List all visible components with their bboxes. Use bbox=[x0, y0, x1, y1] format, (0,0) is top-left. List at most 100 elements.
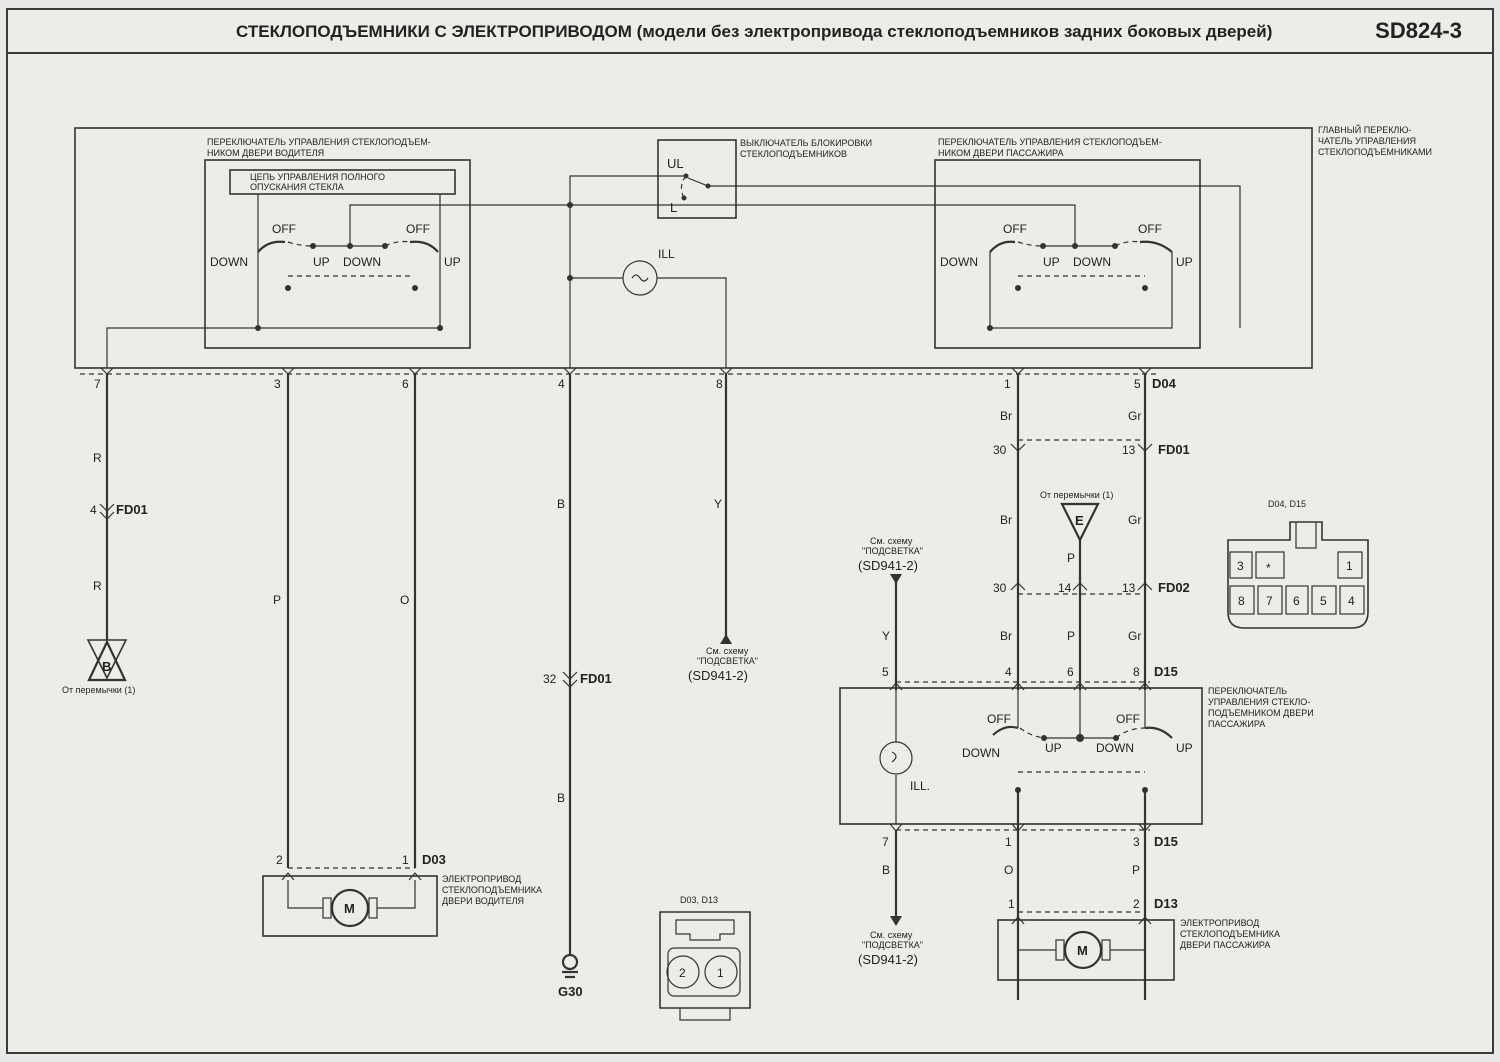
d04-pin-5: 5 bbox=[1134, 377, 1141, 391]
d15-bottom-marks bbox=[889, 823, 1152, 832]
d13-pin1: 1 bbox=[1008, 897, 1015, 911]
ref2-line1: См. схему bbox=[870, 536, 913, 546]
d13-label: D13 bbox=[1154, 896, 1178, 911]
d13-pin2: 2 bbox=[1133, 897, 1140, 911]
wire-p-pass-label-3: P bbox=[1132, 863, 1140, 877]
ref1-line2: "ПОДСВЕТКА" bbox=[697, 656, 758, 666]
jumper-e-caption: От перемычки (1) bbox=[1040, 490, 1113, 500]
fd01-label-right: FD01 bbox=[1158, 442, 1190, 457]
d03-pin-1: 1 bbox=[402, 853, 409, 867]
page-title: СТЕКЛОПОДЪЕМНИКИ С ЭЛЕКТРОПРИВОДОМ (моде… bbox=[236, 22, 1272, 42]
pass-ill-label: ILL. bbox=[910, 779, 930, 793]
ill-label: ILL bbox=[658, 247, 675, 261]
driver-switch-label-1: ПЕРЕКЛЮЧАТЕЛЬ УПРАВЛЕНИЯ СТЕКЛОПОДЪЕМ- bbox=[207, 137, 431, 147]
driver-motor-m: M bbox=[344, 901, 355, 916]
fd02-pin30: 30 bbox=[993, 581, 1007, 595]
title-bar: СТЕКЛОПОДЪЕМНИКИ С ЭЛЕКТРОПРИВОДОМ (моде… bbox=[8, 10, 1492, 54]
arrow-down-icon bbox=[890, 574, 902, 584]
pass-main-dotted bbox=[1017, 240, 1141, 247]
pass-main-bus bbox=[989, 245, 1173, 329]
fd02-pin13: 13 bbox=[1122, 581, 1136, 595]
driver-down-1: DOWN bbox=[210, 255, 248, 269]
main-switch-label-3: СТЕКЛОПОДЪЕМНИКАМИ bbox=[1318, 147, 1432, 157]
wire-gr-label-1: Gr bbox=[1128, 409, 1141, 423]
d15-pin5: 5 bbox=[882, 665, 889, 679]
fd01-pin4: 4 bbox=[90, 503, 97, 517]
pass-motor-label-3: ДВЕРИ ПАССАЖИРА bbox=[1180, 940, 1270, 950]
wire-r-label-1: R bbox=[93, 451, 102, 465]
pass-motor-label-2: СТЕКЛОПОДЪЕМНИКА bbox=[1180, 929, 1280, 939]
conn-d04-pin-8: 8 bbox=[1238, 594, 1245, 608]
lock-l-label: L bbox=[670, 200, 677, 215]
pass-off-1: OFF bbox=[987, 712, 1011, 726]
pass-main-down-2: DOWN bbox=[1073, 255, 1111, 269]
pass-main-up-1: UP bbox=[1043, 255, 1060, 269]
ground-label: G30 bbox=[558, 984, 583, 999]
wire-gr-label-3: Gr bbox=[1128, 629, 1141, 643]
d15-label-bottom: D15 bbox=[1154, 834, 1178, 849]
lock-ul-label: UL bbox=[667, 156, 684, 171]
pass-up-1: UP bbox=[1045, 741, 1062, 755]
ground-icon bbox=[561, 953, 579, 971]
title-sub: (модели без электропривода стеклоподъемн… bbox=[636, 22, 1273, 41]
wire-b-label-2: B bbox=[557, 791, 565, 805]
d04-pin-3: 3 bbox=[274, 377, 281, 391]
pass-switch-label-4: ПАССАЖИРА bbox=[1208, 719, 1265, 729]
driver-down-2: DOWN bbox=[343, 255, 381, 269]
driver-switch-arms bbox=[257, 240, 439, 253]
ref1-line1: См. схему bbox=[706, 646, 749, 656]
wire-o-label: O bbox=[400, 593, 409, 607]
pass-motor-box bbox=[997, 919, 1175, 981]
auto-down-label-1: ЦЕПЬ УПРАВЛЕНИЯ ПОЛНОГО bbox=[250, 172, 385, 182]
conn-d04-pin-4: 4 bbox=[1348, 594, 1355, 608]
conn-d03-body bbox=[659, 911, 751, 1009]
fd01-pin30: 30 bbox=[993, 443, 1007, 457]
jumper-b-caption: От перемычки (1) bbox=[62, 685, 135, 695]
conn-d03-title: D03, D13 bbox=[680, 895, 718, 905]
ref3-line2: "ПОДСВЕТКА" bbox=[862, 940, 923, 950]
lock-switch-box bbox=[657, 139, 737, 219]
d15-pin7: 7 bbox=[882, 835, 889, 849]
diagram-frame bbox=[6, 8, 1494, 1054]
pass-motor-brush-l bbox=[1055, 939, 1065, 961]
jumper-b-shape bbox=[87, 639, 127, 682]
d03-pin-2: 2 bbox=[276, 853, 283, 867]
conn-d03-pin-2: 2 bbox=[679, 966, 686, 980]
driver-motor-icon bbox=[330, 888, 370, 928]
ill-leads bbox=[570, 277, 727, 368]
main-switch-label-2: ЧАТЕЛЬ УПРАВЛЕНИЯ bbox=[1318, 136, 1416, 146]
d15-pin3: 3 bbox=[1133, 835, 1140, 849]
conn-d04-pin-star: * bbox=[1266, 561, 1271, 575]
arrow-down-icon-2 bbox=[890, 916, 902, 926]
fd02-pin14: 14 bbox=[1058, 581, 1072, 595]
conn-d04-pin-6: 6 bbox=[1293, 594, 1300, 608]
driver-off-1: OFF bbox=[272, 222, 296, 236]
d04-pin-4: 4 bbox=[558, 377, 565, 391]
d04-pin-6: 6 bbox=[402, 377, 409, 391]
pass-down-1: DOWN bbox=[962, 746, 1000, 760]
d15-top-marks bbox=[889, 682, 1152, 691]
ref2-line2: "ПОДСВЕТКА" bbox=[862, 546, 923, 556]
ref3-line1: См. схему bbox=[870, 930, 913, 940]
main-switch-box bbox=[74, 127, 1313, 369]
lock-dotted bbox=[680, 175, 687, 199]
pass-ill-filament bbox=[891, 751, 897, 763]
pass-motor-leads bbox=[1017, 924, 1146, 951]
passenger-switch-main-box bbox=[934, 159, 1201, 349]
conn-d03-latch bbox=[675, 919, 735, 941]
pass-switch-label-2: УПРАВЛЕНИЯ СТЕКЛО- bbox=[1208, 697, 1310, 707]
driver-motor-label-2: СТЕКЛОПОДЪЕМНИКА bbox=[442, 885, 542, 895]
driver-motor-box bbox=[262, 875, 438, 937]
ground-bars bbox=[562, 970, 578, 979]
conn-d03-foot bbox=[679, 1008, 731, 1021]
pass-motor-brush-r bbox=[1101, 939, 1111, 961]
title-main: СТЕКЛОПОДЪЕМНИКИ С ЭЛЕКТРОПРИВОДОМ bbox=[236, 22, 632, 41]
pass-down-2: DOWN bbox=[1096, 741, 1134, 755]
wire-o-pass-label: O bbox=[1004, 863, 1013, 877]
pass-motor-icon bbox=[1063, 930, 1103, 970]
d15-pin8: 8 bbox=[1133, 665, 1140, 679]
driver-switch-label-2: НИКОМ ДВЕРИ ВОДИТЕЛЯ bbox=[207, 148, 324, 158]
driver-motor-label-1: ЭЛЕКТРОПРИВОД bbox=[442, 874, 521, 884]
wire-b-pass-label: B bbox=[882, 863, 890, 877]
